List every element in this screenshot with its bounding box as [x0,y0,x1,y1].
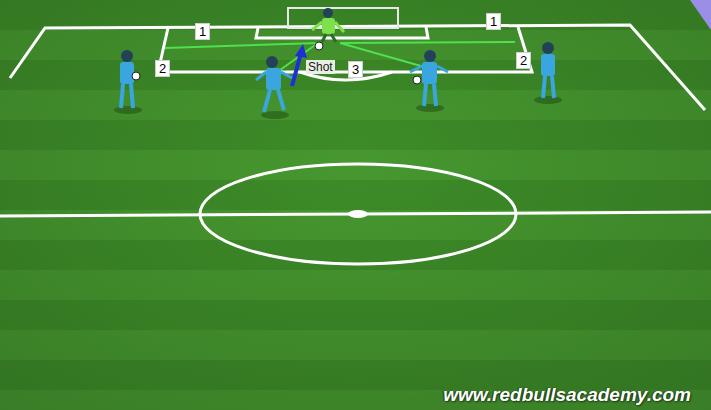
callout-number: 1 [195,23,210,40]
callout-number: 2 [516,52,531,69]
callout-number: 2 [155,60,170,77]
shot-label: Shot [306,60,335,74]
callout-number: 1 [486,13,501,30]
callout-number: 3 [348,61,363,78]
watermark: www.redbullsacademy.com [443,384,691,406]
